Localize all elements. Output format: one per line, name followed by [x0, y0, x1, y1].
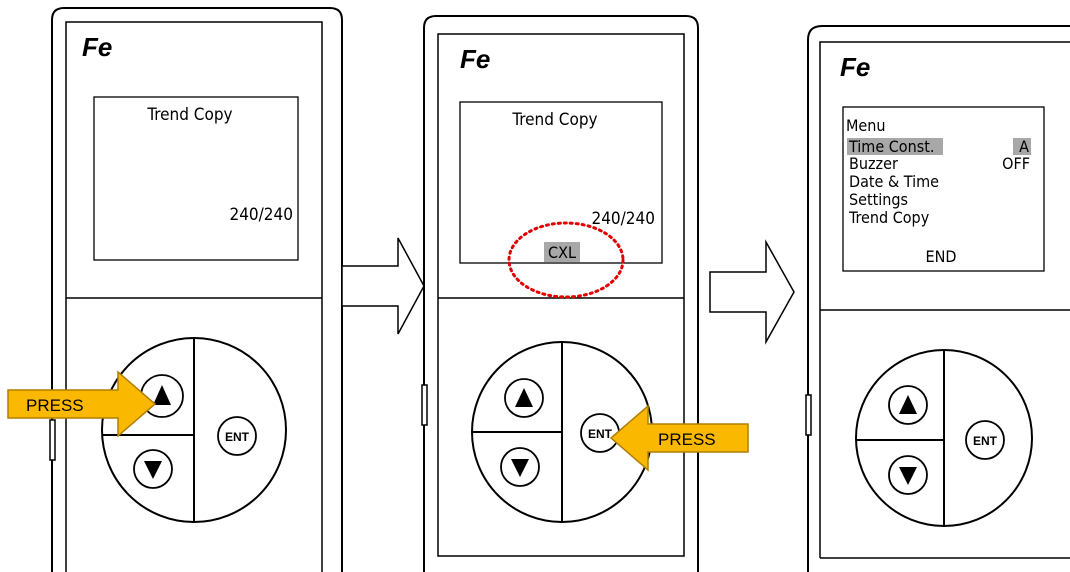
brand-logo: Fe [82, 32, 112, 62]
press-callout-arrow: PRESS [7, 370, 157, 438]
triangle-down-icon [144, 461, 162, 479]
cancel-highlight [544, 242, 580, 262]
ent-key[interactable]: ENT [580, 413, 620, 453]
triangle-up-icon [153, 385, 171, 405]
brand-logo: Fe [840, 52, 870, 82]
lcd-counter: 240/240 [591, 209, 655, 229]
lcd-screen [459, 101, 663, 264]
down-key[interactable] [888, 455, 928, 495]
device-inner-frame [65, 21, 323, 572]
press-label: PRESS [26, 396, 84, 415]
down-key[interactable] [500, 447, 540, 487]
keypad: ENT [471, 341, 653, 523]
lcd-title: Trend Copy [146, 105, 232, 125]
menu-item-time-const[interactable]: Time Const. [848, 137, 934, 156]
arrow-right-icon [341, 237, 425, 335]
brand-logo: Fe [460, 44, 490, 74]
device-step-2: Fe Trend Copy 240/240 CXL ENT [421, 15, 749, 572]
highlight-ring [507, 221, 625, 299]
menu-item-buzzer[interactable]: Buzzer [849, 154, 898, 173]
device-inner-frame [819, 41, 1070, 558]
press-callout-arrow: PRESS [609, 404, 749, 472]
up-key[interactable] [504, 378, 544, 418]
menu-selection-highlight [847, 138, 943, 155]
lcd-title: Trend Copy [511, 110, 597, 130]
device-step-3: Fe Menu Time Const. A Buzzer OFF Date & … [805, 25, 1070, 572]
press-label: PRESS [658, 430, 716, 449]
keypad: ENT [101, 337, 287, 523]
ent-key-label: ENT [588, 427, 613, 441]
arrow-left-icon [609, 404, 749, 472]
arrow-right-icon [7, 370, 157, 438]
cancel-option: CXL [548, 243, 576, 262]
menu-item-trend-copy[interactable]: Trend Copy [848, 208, 930, 227]
device-body [423, 15, 699, 572]
ent-key[interactable]: ENT [217, 416, 257, 456]
lcd-screen [842, 106, 1045, 272]
device-step-1: Fe Trend Copy 240/240 ENT PRESS [7, 7, 343, 572]
triangle-down-icon [511, 459, 529, 477]
triangle-up-icon [899, 395, 917, 414]
device-body [807, 25, 1070, 572]
device-body [51, 7, 343, 572]
menu-end-option[interactable]: END [926, 247, 957, 266]
device-inner-frame [437, 33, 685, 557]
keypad: ENT [855, 349, 1033, 527]
menu-title: Menu [846, 116, 886, 135]
side-clip [421, 384, 428, 426]
menu-item-value-time-const: A [1019, 137, 1029, 156]
triangle-down-icon [899, 467, 917, 485]
ent-key[interactable]: ENT [965, 420, 1005, 460]
lcd-counter: 240/240 [229, 205, 293, 225]
arrow-right-icon [709, 239, 795, 345]
lcd-screen [93, 96, 299, 261]
menu-item-settings[interactable]: Settings [849, 190, 908, 209]
ent-key-label: ENT [225, 430, 250, 444]
menu-item-date-time[interactable]: Date & Time [849, 172, 939, 191]
triangle-up-icon [515, 388, 533, 407]
menu-item-value-buzzer: OFF [1002, 154, 1030, 173]
side-clip [805, 394, 812, 436]
side-clip [49, 419, 56, 461]
value-selection-highlight [1013, 138, 1031, 155]
up-key[interactable] [888, 385, 928, 425]
ent-key-label: ENT [973, 434, 998, 448]
down-key[interactable] [133, 449, 173, 489]
